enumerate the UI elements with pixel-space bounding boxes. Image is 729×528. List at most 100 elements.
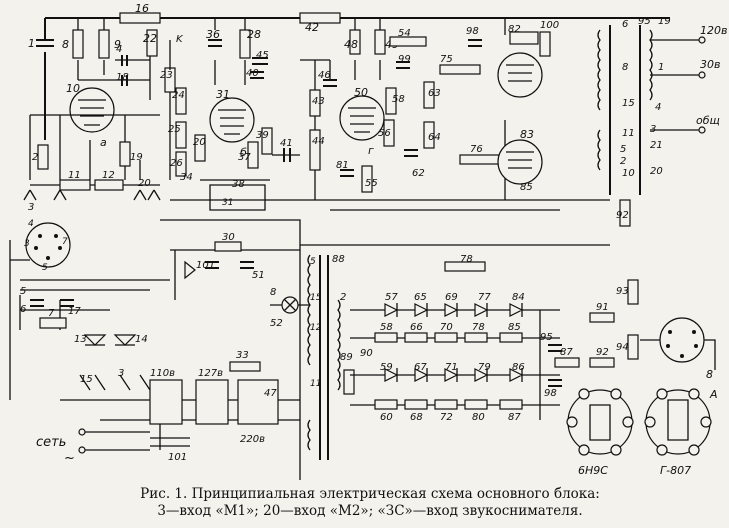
svg-text:2: 2 bbox=[32, 152, 38, 163]
svg-text:5: 5 bbox=[20, 286, 26, 297]
svg-text:25: 25 bbox=[168, 124, 181, 135]
svg-text:86: 86 bbox=[512, 362, 525, 373]
svg-text:101: 101 bbox=[168, 452, 187, 463]
svg-text:31: 31 bbox=[222, 198, 233, 208]
caption-line-2: 3—вход «М1»; 20—вход «М2»; «ЗС»—вход зву… bbox=[157, 503, 583, 519]
svg-text:58: 58 bbox=[392, 94, 405, 105]
svg-text:68: 68 bbox=[410, 412, 423, 423]
figure-caption: Рис. 1. Принципиальная электрическая схе… bbox=[60, 486, 680, 520]
svg-text:55: 55 bbox=[365, 178, 378, 189]
svg-text:2: 2 bbox=[340, 292, 346, 303]
svg-text:5: 5 bbox=[620, 144, 626, 155]
svg-text:31: 31 bbox=[216, 88, 230, 101]
svg-text:87: 87 bbox=[508, 412, 521, 423]
svg-text:30: 30 bbox=[222, 232, 235, 243]
output-tube-a bbox=[497, 52, 543, 98]
svg-text:10: 10 bbox=[622, 168, 635, 179]
svg-text:4: 4 bbox=[28, 219, 34, 229]
svg-text:20: 20 bbox=[138, 178, 151, 189]
svg-text:59: 59 bbox=[380, 362, 393, 373]
svg-text:28: 28 bbox=[247, 28, 261, 41]
svg-text:19: 19 bbox=[130, 152, 143, 163]
svg-text:22: 22 bbox=[143, 32, 157, 45]
svg-text:34: 34 bbox=[180, 172, 193, 183]
svg-text:101: 101 bbox=[196, 260, 215, 271]
svg-text:11: 11 bbox=[310, 379, 321, 389]
svg-text:16: 16 bbox=[135, 2, 149, 15]
svg-text:52: 52 bbox=[270, 318, 283, 329]
svg-text:8: 8 bbox=[706, 368, 713, 381]
pinout-numbers bbox=[566, 388, 712, 456]
svg-text:Г-807: Г-807 bbox=[660, 464, 691, 477]
svg-text:8: 8 bbox=[622, 62, 628, 73]
svg-text:3: 3 bbox=[24, 239, 30, 249]
tube-10 bbox=[69, 87, 115, 133]
svg-text:12: 12 bbox=[310, 323, 322, 333]
svg-text:14: 14 bbox=[135, 334, 148, 345]
resistor-row-1 bbox=[374, 332, 523, 343]
svg-text:63: 63 bbox=[428, 88, 441, 99]
circuit-schematic: 1 8 9 10 a 16 4 18 22 23 K 24 25 26 34 3… bbox=[9, 2, 727, 480]
svg-text:17: 17 bbox=[68, 306, 81, 317]
svg-text:67: 67 bbox=[414, 362, 427, 373]
svg-text:3: 3 bbox=[118, 368, 124, 379]
svg-text:110в: 110в bbox=[150, 368, 175, 379]
svg-text:1: 1 bbox=[658, 62, 664, 73]
svg-text:6Н9С: 6Н9С bbox=[578, 464, 608, 477]
svg-text:88: 88 bbox=[332, 254, 345, 265]
svg-text:сеть: сеть bbox=[36, 435, 66, 450]
svg-text:57: 57 bbox=[385, 292, 398, 303]
svg-text:93: 93 bbox=[616, 286, 629, 297]
tube-31 bbox=[209, 97, 255, 143]
svg-text:85: 85 bbox=[520, 182, 533, 193]
svg-text:76: 76 bbox=[470, 144, 483, 155]
svg-text:8: 8 bbox=[270, 287, 276, 298]
svg-text:12: 12 bbox=[102, 170, 115, 181]
svg-text:20: 20 bbox=[650, 166, 663, 177]
svg-text:58: 58 bbox=[380, 322, 393, 333]
svg-text:40: 40 bbox=[246, 68, 259, 79]
label-c1: 1 bbox=[28, 37, 35, 50]
caption-line-1: Рис. 1. Принципиальная электрическая схе… bbox=[140, 486, 600, 502]
svg-text:78: 78 bbox=[472, 322, 485, 333]
svg-text:127в: 127в bbox=[198, 368, 223, 379]
resistor-row-2 bbox=[374, 399, 523, 410]
svg-text:5: 5 bbox=[310, 257, 316, 267]
svg-text:2: 2 bbox=[620, 156, 626, 167]
svg-text:a: a bbox=[100, 136, 107, 149]
svg-text:84: 84 bbox=[512, 292, 525, 303]
svg-text:общ: общ bbox=[696, 114, 720, 127]
svg-text:4: 4 bbox=[116, 44, 122, 55]
svg-text:51: 51 bbox=[252, 270, 265, 281]
svg-text:43: 43 bbox=[312, 96, 325, 107]
svg-text:42: 42 bbox=[305, 21, 319, 34]
svg-text:47: 47 bbox=[264, 388, 277, 399]
svg-text:15: 15 bbox=[80, 374, 93, 385]
svg-text:48: 48 bbox=[344, 38, 358, 51]
svg-text:38: 38 bbox=[232, 179, 245, 190]
svg-text:45: 45 bbox=[256, 50, 269, 61]
svg-text:37: 37 bbox=[238, 152, 251, 163]
svg-text:79: 79 bbox=[478, 362, 491, 373]
svg-text:6: 6 bbox=[622, 19, 628, 30]
svg-text:95: 95 bbox=[540, 332, 553, 343]
svg-text:98: 98 bbox=[544, 388, 557, 399]
svg-text:36: 36 bbox=[206, 28, 220, 41]
svg-text:4: 4 bbox=[655, 102, 661, 113]
output-tube-b bbox=[497, 139, 543, 185]
diode-row-1 bbox=[384, 303, 524, 317]
svg-text:72: 72 bbox=[440, 412, 453, 423]
svg-text:91: 91 bbox=[596, 302, 609, 313]
svg-text:64: 64 bbox=[428, 132, 441, 143]
svg-text:71: 71 bbox=[445, 362, 458, 373]
svg-text:80: 80 bbox=[472, 412, 485, 423]
svg-text:11: 11 bbox=[622, 128, 635, 139]
svg-text:87: 87 bbox=[560, 347, 573, 358]
svg-text:90: 90 bbox=[360, 348, 373, 359]
svg-text:6: 6 bbox=[20, 304, 26, 315]
svg-text:95: 95 bbox=[638, 16, 651, 27]
svg-text:11: 11 bbox=[68, 170, 81, 181]
svg-text:220в: 220в bbox=[240, 434, 265, 445]
svg-text:62: 62 bbox=[412, 168, 425, 179]
svg-text:78: 78 bbox=[460, 254, 473, 265]
